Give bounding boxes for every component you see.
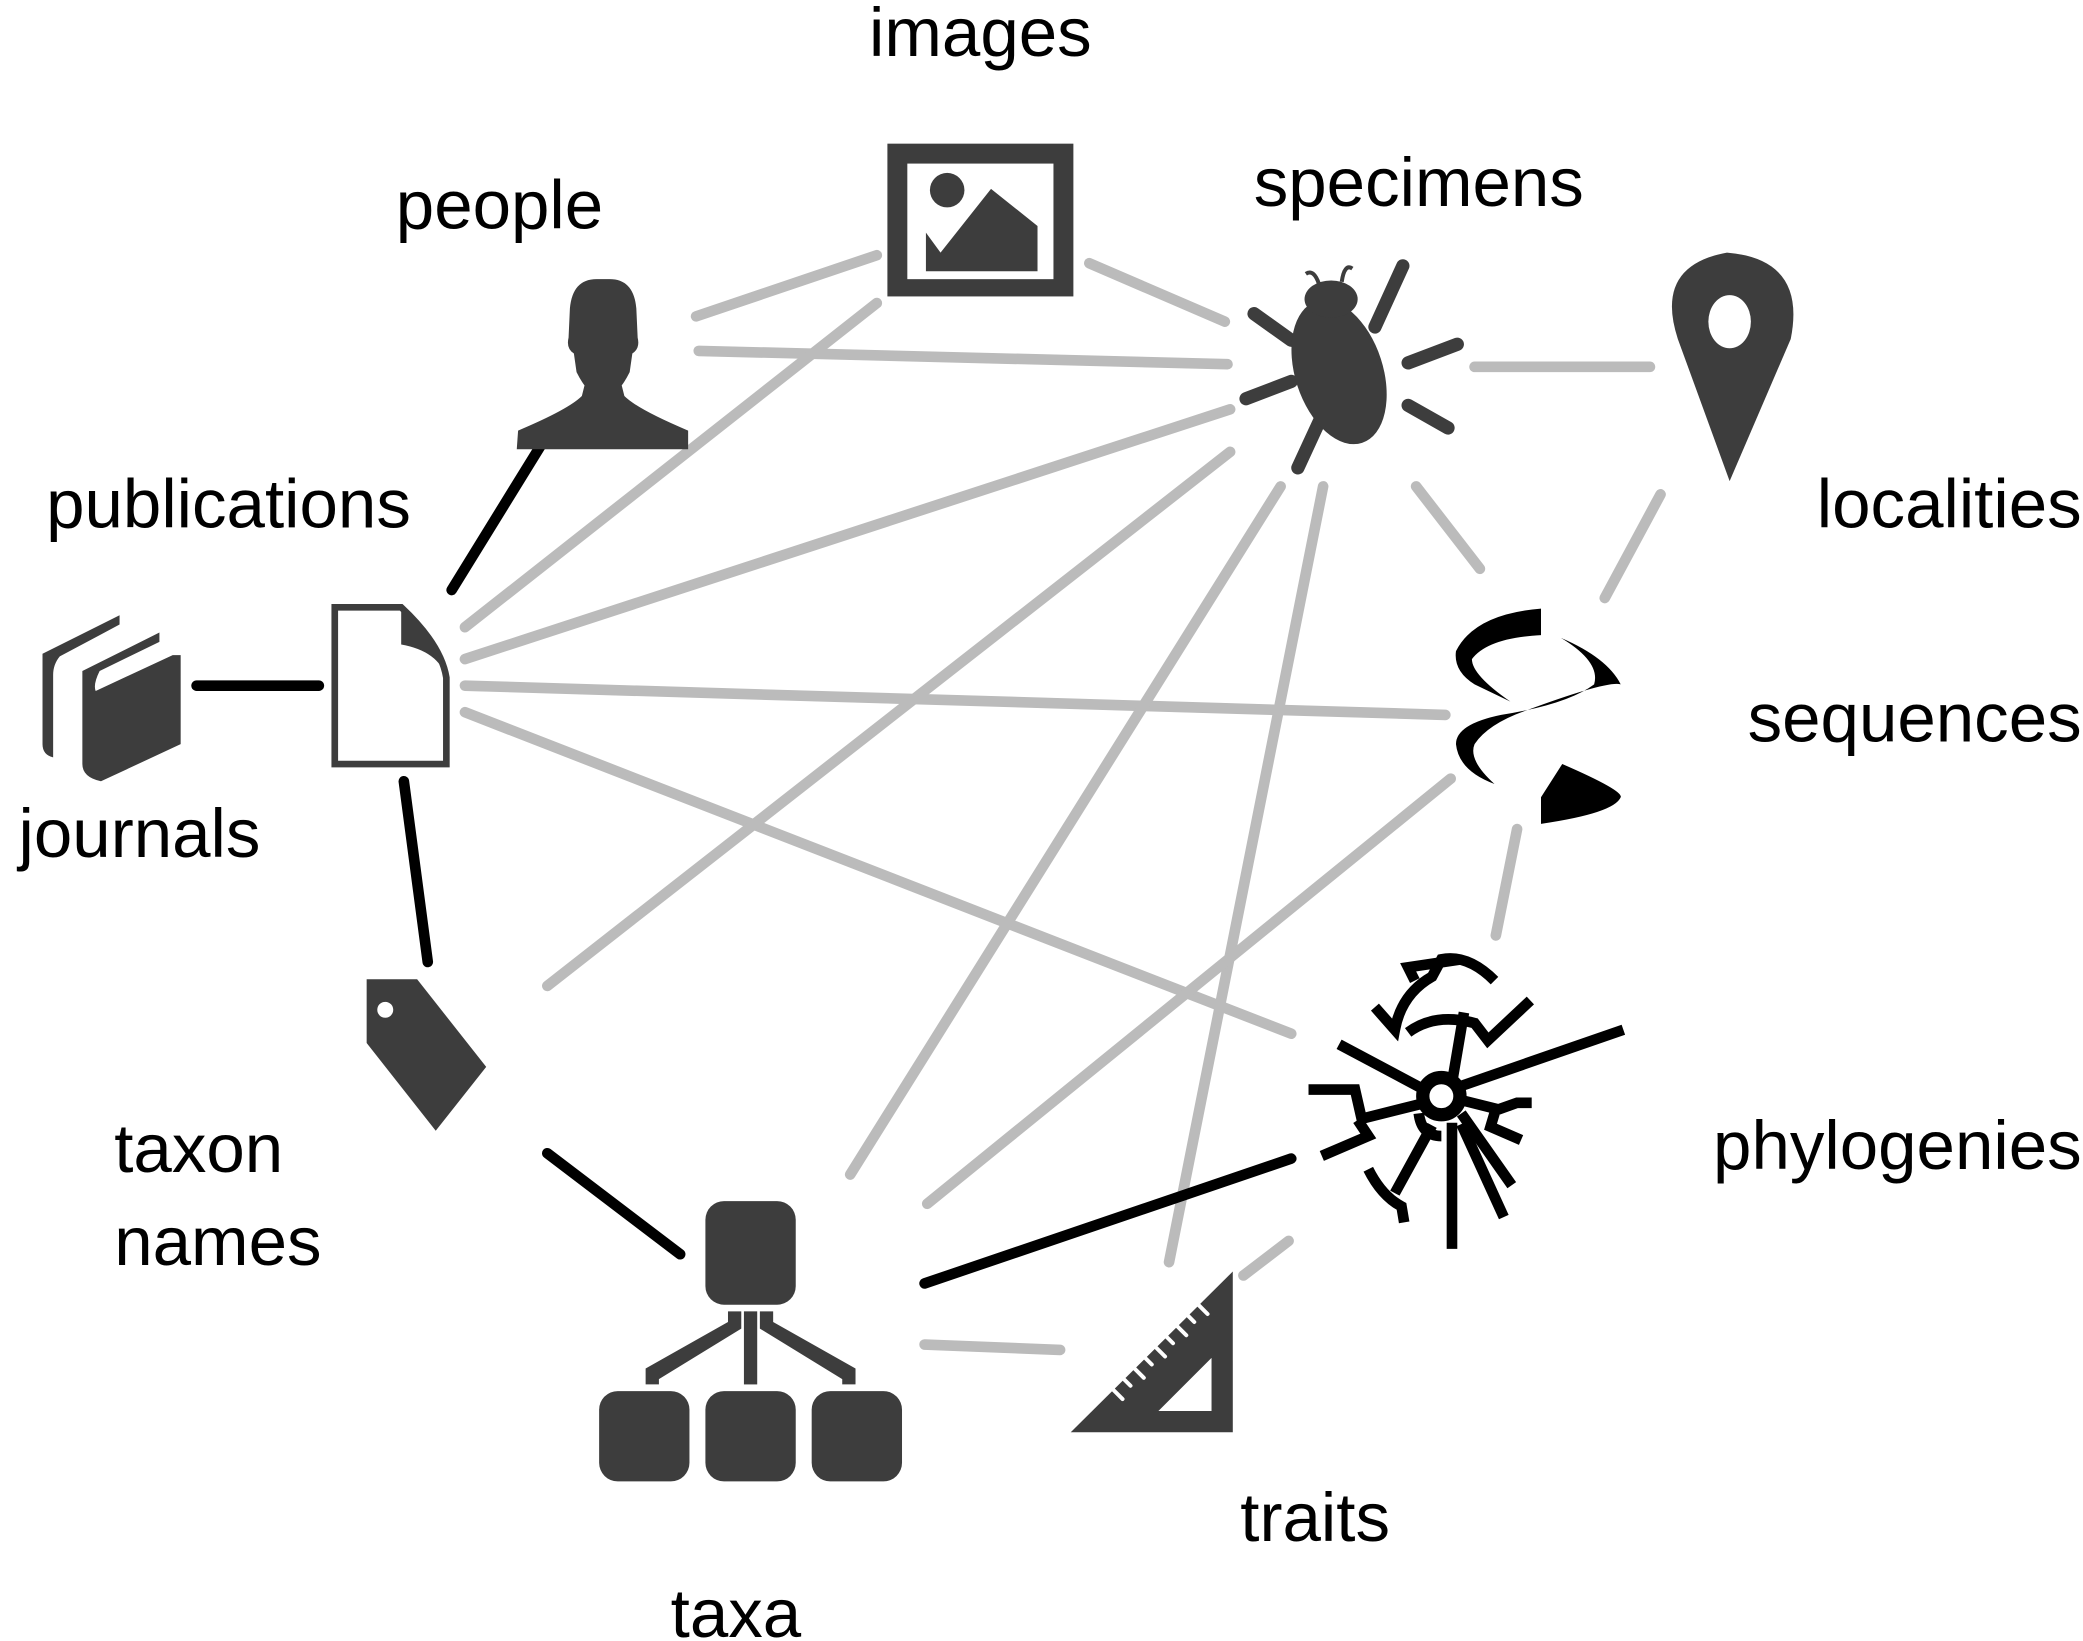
node-specimens[interactable]: specimens	[1239, 143, 1584, 475]
edge-taxon-names-taxa	[542, 1147, 686, 1260]
edge-taxa-phylogenies	[919, 1153, 1297, 1289]
tag-icon	[366, 979, 487, 1131]
node-people[interactable]: people	[396, 166, 689, 450]
node-localities[interactable]: localities	[1671, 252, 2082, 543]
label-taxa: taxa	[671, 1574, 802, 1641]
edge-publications-sequences	[459, 680, 1451, 721]
edge-publications-specimens	[459, 404, 1236, 665]
edge-publications-taxon-names	[398, 775, 434, 968]
circular-tree-icon	[1308, 953, 1626, 1249]
edge-specimens-taxa	[844, 481, 1286, 1180]
beetle-icon	[1239, 259, 1464, 475]
label-taxon-names-line2: names	[114, 1202, 321, 1280]
hierarchy-icon	[599, 1201, 903, 1482]
edge-localities-sequences	[1599, 489, 1666, 604]
node-images[interactable]: images	[869, 0, 1092, 297]
edge-publications-phylogenies	[459, 706, 1297, 1040]
edge-taxa-traits	[919, 1339, 1066, 1356]
label-specimens: specimens	[1254, 143, 1584, 221]
edge-images-specimens	[1084, 257, 1231, 327]
edge-publications-people	[446, 425, 556, 596]
label-traits: traits	[1240, 1478, 1390, 1556]
edge-traits-phylogenies	[1238, 1235, 1294, 1281]
person-icon	[516, 279, 689, 450]
image-icon	[887, 143, 1074, 297]
edge-people-specimens	[693, 345, 1233, 370]
label-people: people	[396, 166, 603, 244]
node-publications[interactable]: publications	[46, 465, 450, 768]
node-taxon-names[interactable]: taxon names	[114, 979, 487, 1280]
label-publications: publications	[46, 465, 411, 543]
node-taxa[interactable]: taxa	[599, 1201, 903, 1641]
label-images: images	[869, 0, 1092, 71]
edges-layer	[191, 249, 1666, 1356]
node-traits[interactable]: traits	[1070, 1271, 1390, 1557]
label-phylogenies: phylogenies	[1713, 1106, 2082, 1184]
node-journals[interactable]: journals	[17, 615, 261, 872]
label-journals: journals	[17, 794, 261, 872]
node-sequences[interactable]: sequences	[1455, 608, 2082, 824]
label-taxon-names-line1: taxon	[114, 1109, 283, 1187]
label-sequences: sequences	[1748, 678, 2082, 756]
edge-publications-images	[459, 297, 883, 633]
books-icon	[42, 615, 181, 782]
edge-sequences-taxa	[921, 773, 1456, 1210]
edge-sequences-phylogenies	[1490, 823, 1523, 941]
edge-specimens-traits	[1163, 481, 1329, 1268]
map-pin-icon	[1671, 252, 1794, 482]
node-phylogenies[interactable]: phylogenies	[1308, 953, 2082, 1249]
dna-helix-icon	[1455, 608, 1621, 824]
label-localities: localities	[1817, 465, 2082, 543]
set-square-icon	[1070, 1271, 1233, 1433]
edge-people-images	[690, 249, 883, 322]
document-icon	[331, 603, 450, 768]
edge-specimens-sequences	[1410, 481, 1486, 575]
edge-specimens-taxon-names	[542, 446, 1236, 992]
